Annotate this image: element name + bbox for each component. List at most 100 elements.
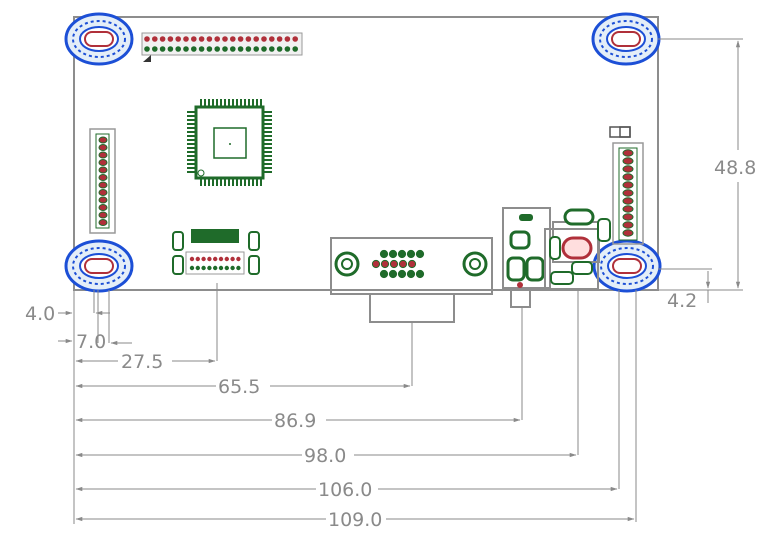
power-connector-area xyxy=(544,208,611,290)
dim-label-109-0: 109.0 xyxy=(328,509,382,531)
header-pin xyxy=(198,36,205,42)
connector-pin xyxy=(98,159,108,166)
header-pin xyxy=(261,36,267,42)
vga-pin xyxy=(388,269,398,279)
ic-pin xyxy=(232,178,234,186)
ic-pin xyxy=(216,178,218,186)
main-ic xyxy=(187,99,272,186)
ic-pin xyxy=(240,99,242,107)
connector-pin xyxy=(98,151,108,159)
ic-pin xyxy=(187,159,196,161)
ic-pin xyxy=(244,178,246,186)
connector-pin xyxy=(189,265,195,271)
ic-pin xyxy=(187,167,196,169)
header-pin xyxy=(167,36,174,42)
ic-pin xyxy=(187,143,196,145)
ic-pin xyxy=(263,151,272,153)
header-pin xyxy=(183,46,189,52)
vga-pin xyxy=(389,259,399,269)
ic-pin xyxy=(263,159,272,161)
ic-pin xyxy=(187,155,196,157)
dim-label-4-0: 4.0 xyxy=(25,303,55,325)
ic-pin xyxy=(263,119,272,121)
header-pin xyxy=(292,36,299,42)
ic-pin xyxy=(263,111,272,113)
connector-pin xyxy=(622,149,634,157)
ic-pin xyxy=(263,147,272,149)
ic-pin xyxy=(187,115,196,117)
ic-pin xyxy=(187,151,196,153)
connector-pin xyxy=(224,265,229,271)
header-pin xyxy=(222,46,228,52)
left-connector xyxy=(89,128,116,234)
header-pin xyxy=(245,36,252,42)
connector-pin xyxy=(189,256,195,262)
dim-label-27-5: 27.5 xyxy=(121,351,163,373)
connector-pin xyxy=(230,265,235,271)
ic-pin xyxy=(263,135,272,137)
connector-pin xyxy=(230,256,235,262)
ic-pin xyxy=(263,143,272,145)
header-pin xyxy=(191,46,197,52)
connector-pin xyxy=(195,256,200,262)
ic-pin xyxy=(187,171,196,173)
header-pin xyxy=(230,36,236,42)
dim-label-106-0: 106.0 xyxy=(318,479,372,501)
connector-pin xyxy=(622,173,634,181)
header-pin xyxy=(269,46,275,52)
dim-label-48-8: 48.8 xyxy=(714,157,756,179)
right-connector xyxy=(609,126,644,245)
connector-pin xyxy=(207,256,212,262)
dim-label-98-0: 98.0 xyxy=(304,445,346,467)
connector-pin xyxy=(218,256,224,262)
ic-pin xyxy=(248,99,250,107)
dim-label-4-2: 4.2 xyxy=(667,290,697,312)
connector-pin xyxy=(195,265,200,271)
vga-pin xyxy=(415,269,425,279)
connector-pin xyxy=(622,213,634,221)
ic-pin xyxy=(216,99,218,107)
dim-label-7-0: 7.0 xyxy=(76,331,106,353)
ic-pin xyxy=(263,167,272,169)
connector-pin xyxy=(201,256,206,262)
top-pin-header xyxy=(141,32,303,62)
header-pin xyxy=(152,36,158,42)
connector-pin xyxy=(622,181,634,189)
header-pin xyxy=(284,46,291,52)
vga-pin xyxy=(415,249,425,259)
vga-pin xyxy=(380,259,390,269)
header-pin xyxy=(206,36,213,42)
ic-pin xyxy=(224,178,226,186)
ic-pin xyxy=(187,123,196,125)
ic-pin xyxy=(256,99,258,107)
header-pin xyxy=(175,46,181,52)
ic-pin xyxy=(263,163,272,165)
header-pin xyxy=(269,36,275,42)
connector-pin xyxy=(236,256,241,262)
ic-pin xyxy=(220,99,222,107)
ic-pin xyxy=(263,155,272,157)
ic-pin xyxy=(187,147,196,149)
ic-pin xyxy=(260,99,262,107)
ic-pin xyxy=(208,178,210,186)
header-pin xyxy=(237,36,244,42)
header-pin xyxy=(253,46,259,52)
connector-pin xyxy=(98,174,108,181)
connector-pin xyxy=(201,265,206,271)
header-pin xyxy=(206,46,213,52)
ic-pin xyxy=(263,131,272,133)
vga-pin xyxy=(407,259,417,269)
ic-pin xyxy=(228,178,230,186)
header-pin xyxy=(292,46,299,52)
dimension-lines xyxy=(58,38,743,524)
ic-pin xyxy=(200,178,202,186)
ic-pin xyxy=(208,99,210,107)
dim-label-65-5: 65.5 xyxy=(218,376,260,398)
ic-pin xyxy=(263,139,272,141)
ic-pin xyxy=(248,178,250,186)
header-pin xyxy=(144,36,150,42)
connector-pin xyxy=(224,256,229,262)
header-pin xyxy=(175,36,181,42)
ic-pin xyxy=(244,99,246,107)
connector-pin xyxy=(622,229,634,237)
